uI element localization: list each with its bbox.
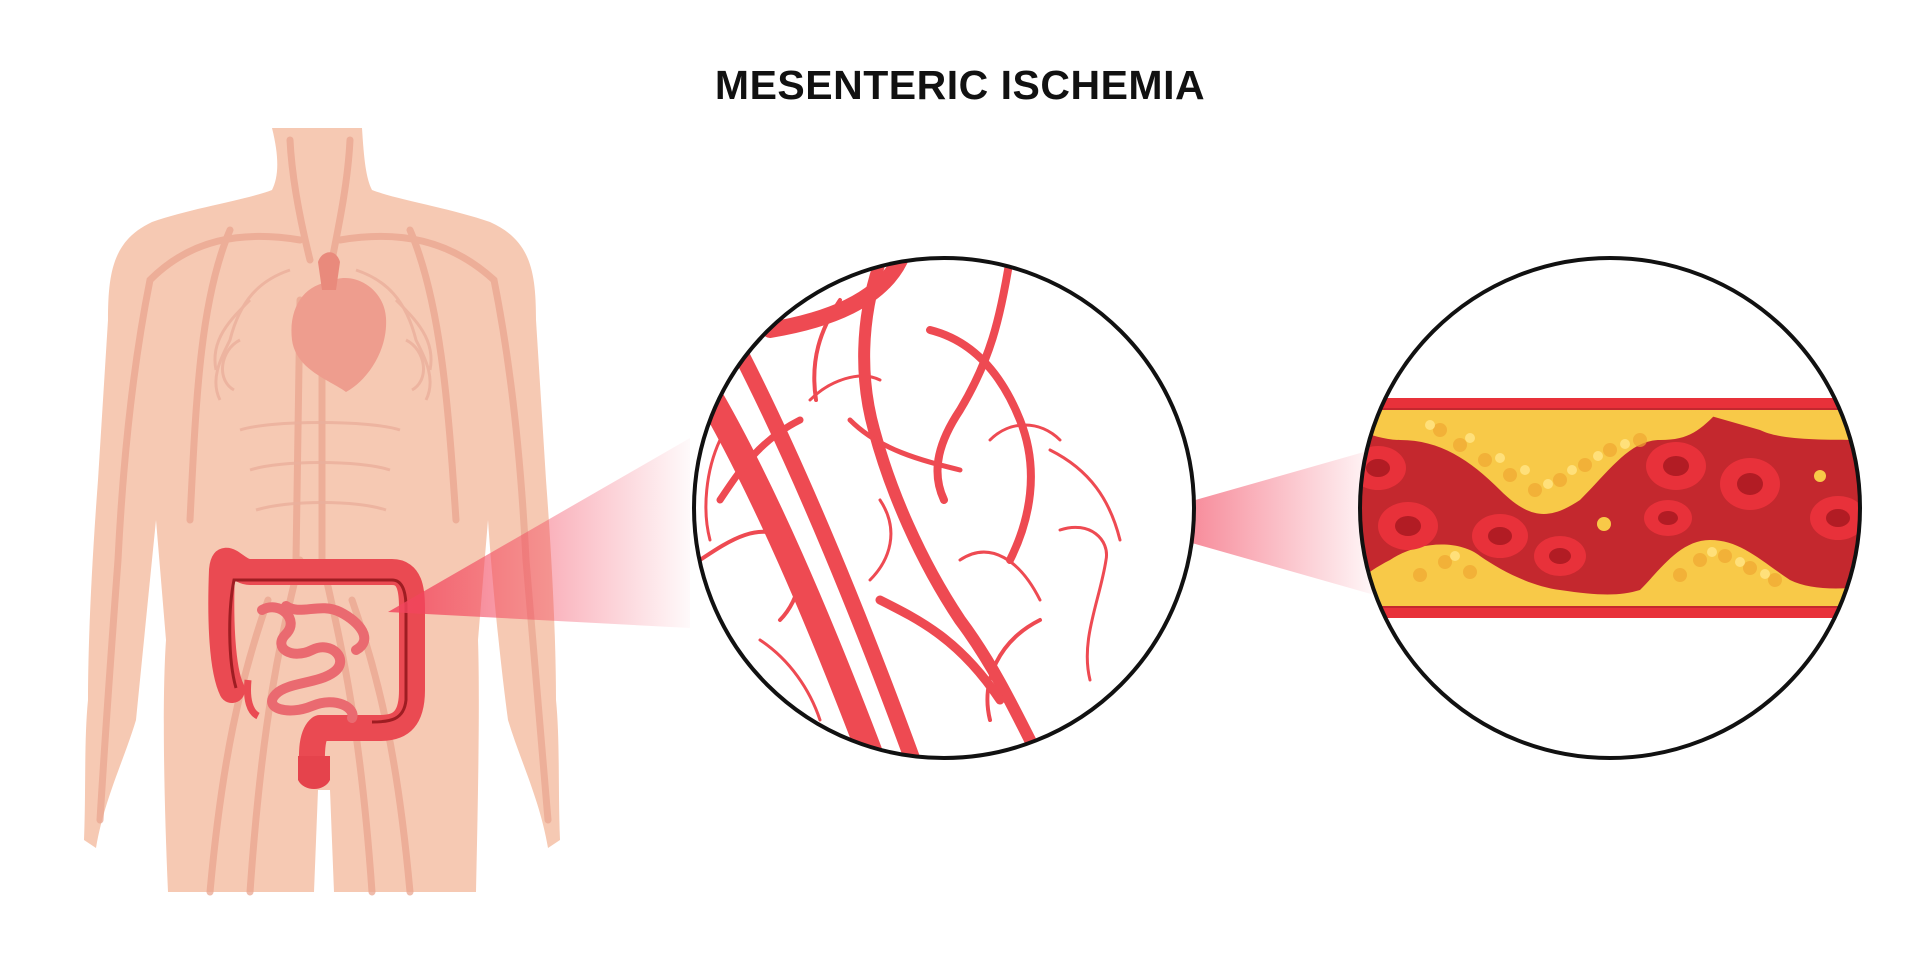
page-title: MESENTERIC ISCHEMIA <box>714 62 1206 108</box>
magnifier-circle-plaque <box>1358 256 1862 760</box>
faint-bronchi <box>213 268 433 512</box>
human-body <box>84 128 560 896</box>
zoom-beam-body <box>388 438 690 628</box>
intestine-icon <box>208 547 425 789</box>
plaque-bottom <box>1360 540 1860 606</box>
artery-network-icon <box>692 256 1196 760</box>
red-blood-cells <box>1360 442 1860 576</box>
zoom-beam-artery <box>1118 448 1378 596</box>
heart-icon <box>291 278 387 392</box>
clogged-artery-icon <box>1358 256 1862 760</box>
magnifier-circle-artery <box>692 256 1196 760</box>
aorta-arch <box>318 252 340 290</box>
faint-vessels <box>96 136 552 896</box>
